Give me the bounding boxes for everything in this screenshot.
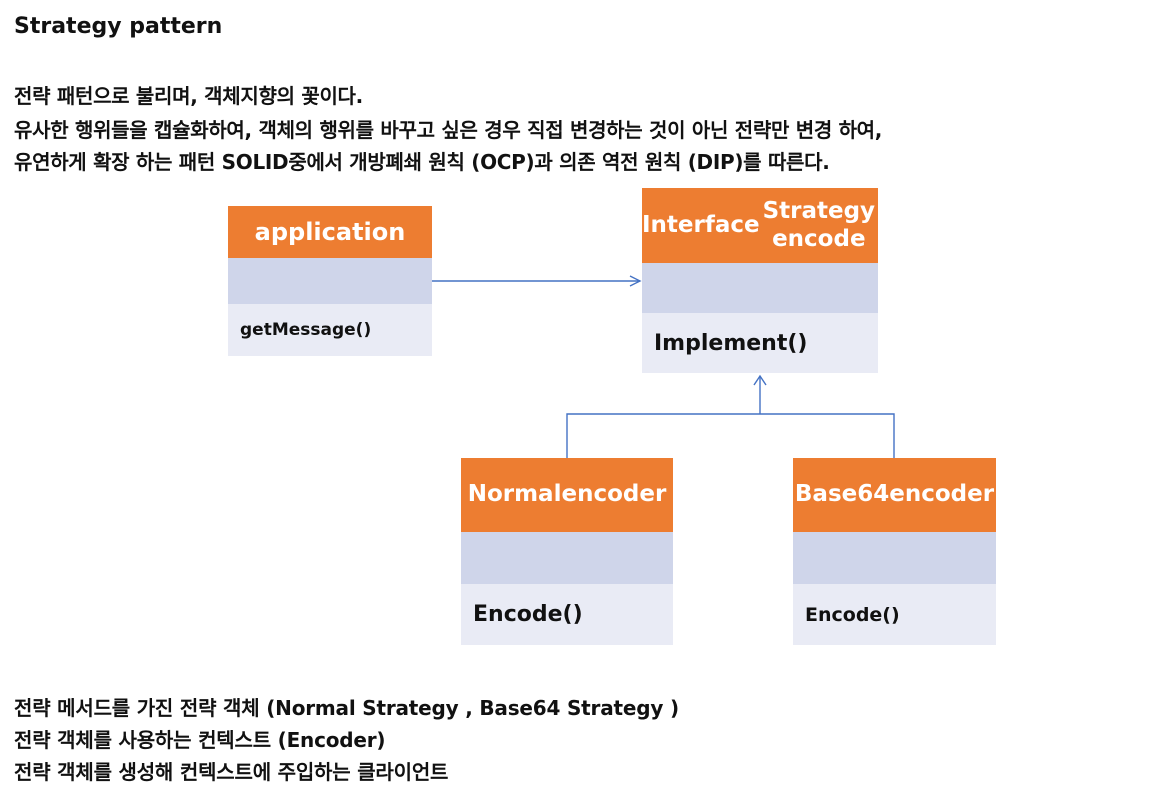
realization-branch: [566, 413, 895, 459]
interface-class: Interface Strategy encode Implement(): [642, 188, 878, 373]
base64-encoder-method: Encode(): [793, 584, 996, 645]
normal-name-line-2: encoder: [561, 481, 667, 508]
interface-method: Implement(): [642, 313, 878, 373]
realization-arrowhead: [753, 374, 767, 386]
application-method: getMessage(): [228, 304, 432, 356]
interface-name-line-2: Strategy encode: [762, 197, 876, 252]
description-line-2: 유사한 행위들을 캡슐화하여, 객체의 행위를 바꾸고 싶은 경우 직접 변경하…: [14, 118, 883, 142]
description-line-1: 전략 패턴으로 불리며, 객체지향의 꽃이다.: [14, 84, 363, 108]
note-line-3: 전략 객체를 생성해 컨텍스트에 주입하는 클라이언트: [14, 760, 449, 784]
normal-encoder-method: Encode(): [461, 584, 673, 645]
base64-name-line-1: Base64: [794, 481, 890, 508]
note-line-2: 전략 객체를 사용하는 컨텍스트 (Encoder): [14, 728, 386, 752]
page-title: Strategy pattern: [14, 14, 223, 39]
description-line-3: 유연하게 확장 하는 패턴 SOLID중에서 개방폐쇄 원칙 (OCP)과 의존…: [14, 150, 830, 174]
base64-encoder-attributes: [793, 532, 996, 584]
application-class-name: application: [228, 206, 432, 258]
interface-attributes: [642, 263, 878, 313]
application-class: application getMessage(): [228, 206, 432, 356]
base64-name-line-2: encoder: [889, 481, 995, 508]
interface-class-name: Interface Strategy encode: [642, 188, 878, 263]
normal-encoder-class-name: Normal encoder: [461, 458, 673, 532]
interface-name-line-1: Interface: [642, 211, 760, 238]
note-line-1: 전략 메서드를 가진 전략 객체 (Normal Strategy , Base…: [14, 696, 679, 720]
normal-name-line-1: Normal: [467, 481, 562, 508]
normal-encoder-attributes: [461, 532, 673, 584]
base64-encoder-class: Base64 encoder Encode(): [793, 458, 996, 645]
application-attributes: [228, 258, 432, 304]
normal-encoder-class: Normal encoder Encode(): [461, 458, 673, 645]
base64-encoder-class-name: Base64 encoder: [793, 458, 996, 532]
association-arrowhead: [629, 275, 642, 287]
